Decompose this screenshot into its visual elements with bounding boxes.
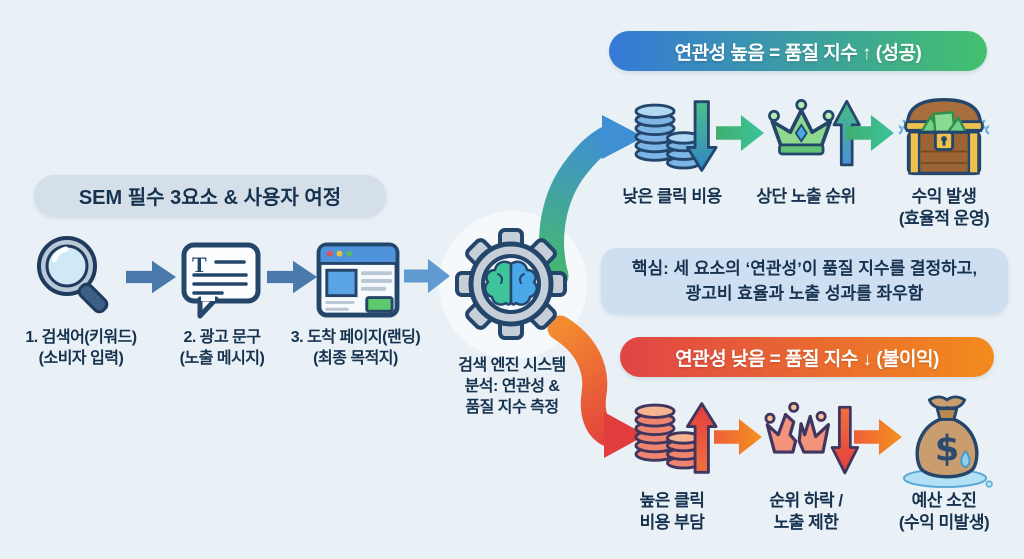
blue-coins-down-arrow-icon — [632, 96, 720, 178]
journey-step-1-label: 1. 검색어(키워드) (소비자 입력) — [25, 329, 137, 367]
money-bag-icon: $ — [900, 392, 994, 490]
engine-label: 검색 엔진 시스템 분석: 연관성 & 품질 지수 측정 — [458, 357, 566, 416]
success-item-1-label: 낮은 클릭 비용 — [622, 187, 722, 206]
journey-step-3-label: 3. 도착 페이지(랜딩) (최종 목적지) — [290, 329, 421, 367]
fail-item-3-label: 예산 소진 (수익 미발생) — [898, 491, 990, 533]
success-item-3-label: 수익 발생 (효율적 운영) — [898, 187, 990, 229]
journey-step-2-label: 2. 광고 문구 (노출 메시지) — [179, 329, 265, 367]
title-text: SEM 필수 3요소 & 사용자 여정 — [78, 187, 342, 209]
red-coins-up-arrow-icon — [632, 396, 720, 478]
treasure-chest-icon — [898, 92, 990, 184]
success-banner: 연관성 높음 = 품질 지수 ↑ (성공) — [609, 31, 987, 71]
magnifier-icon — [30, 233, 118, 321]
success-arrow-1 — [716, 115, 764, 151]
title-banner: SEM 필수 3요소 & 사용자 여정 — [34, 175, 386, 216]
flow-arrow-2 — [267, 260, 317, 294]
svg-text:T: T — [192, 252, 207, 277]
ad-copy-speech-bubble-icon: T — [180, 241, 262, 319]
landing-page-browser-icon — [316, 241, 400, 319]
broken-crown-down-arrow-icon — [762, 400, 862, 484]
key-note-line-1: 핵심: 세 요소의 ‘연관성’이 품질 지수를 결정하고, — [631, 258, 978, 278]
fail-item-1-label: 높은 클릭 비용 부담 — [639, 491, 705, 533]
gear-brain-icon — [451, 224, 571, 344]
key-note-box: 핵심: 세 요소의 ‘연관성’이 품질 지수를 결정하고, 광고비 효율과 노출… — [601, 248, 1008, 314]
fail-banner: 연관성 낮음 = 품질 지수 ↓ (불이익) — [620, 337, 994, 377]
key-note-line-2: 광고비 효율과 노출 성과를 좌우함 — [685, 284, 924, 303]
fail-arrow-1 — [714, 419, 762, 455]
fail-item-2-label: 순위 하락 / 노출 제한 — [769, 491, 843, 533]
flow-arrow-1 — [126, 260, 176, 294]
success-item-2-label: 상단 노출 순위 — [756, 187, 856, 206]
svg-text:$: $ — [935, 429, 960, 470]
